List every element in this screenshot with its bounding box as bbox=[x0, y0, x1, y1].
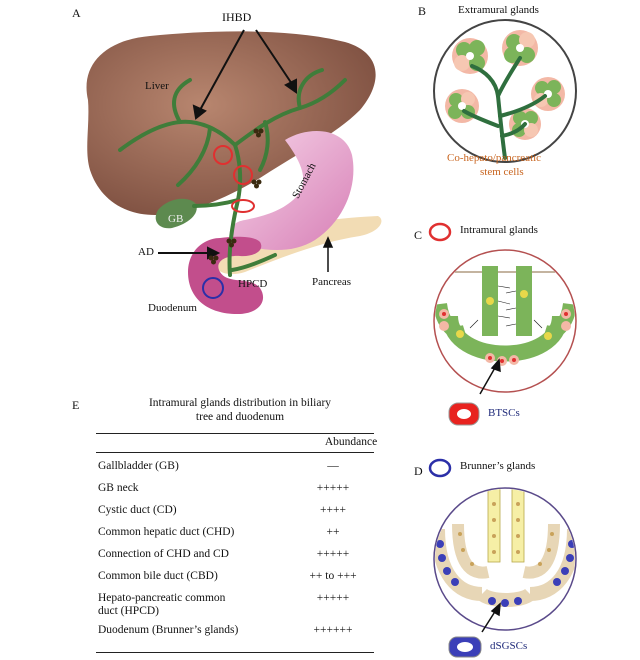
panel-a-letter: A bbox=[72, 6, 81, 20]
table-cell-abundance: +++++ bbox=[316, 482, 350, 494]
label-hpcd: HPCD bbox=[238, 278, 268, 290]
table-cell-site: Common hepatic duct (CHD) bbox=[98, 526, 235, 538]
table-cell-site: Hepato-pancreatic common duct (HPCD) bbox=[98, 592, 226, 617]
table-cell-site: Common bile duct (CBD) bbox=[98, 570, 218, 582]
brunner-gland-circle bbox=[433, 487, 577, 633]
liver-shape bbox=[86, 31, 376, 215]
panel-d-title: Brunner’s glands bbox=[460, 460, 536, 472]
gland-cell-clusters bbox=[445, 30, 565, 140]
panel-b-letter: B bbox=[418, 4, 427, 18]
brunner-nuclei bbox=[458, 502, 554, 566]
label-ad: AD bbox=[138, 246, 154, 258]
table-cell-abundance: ++ to +++ bbox=[309, 570, 357, 582]
intramural-legend-ring bbox=[428, 222, 452, 242]
table-cell-abundance: +++++ bbox=[316, 592, 350, 604]
dsgsc-cells bbox=[436, 540, 575, 607]
gallbladder-shape bbox=[155, 198, 197, 229]
panel-c-letter: C bbox=[414, 228, 423, 242]
ihbd-arrows bbox=[192, 29, 297, 120]
btsc-cell-icon bbox=[448, 402, 480, 426]
extramural-gland-circle bbox=[433, 19, 577, 163]
duodenum-shape bbox=[188, 236, 264, 315]
cell-cilia bbox=[469, 285, 543, 329]
column-header-abundance: Abundance bbox=[324, 436, 378, 448]
bile-duct-tree bbox=[118, 68, 347, 277]
panel-d-cell-label: dSGSCs bbox=[490, 640, 528, 652]
btsc-arrow bbox=[479, 358, 501, 395]
pancreas-arrow bbox=[322, 236, 334, 272]
gland-ducts bbox=[462, 56, 547, 160]
intramural-markers bbox=[213, 145, 255, 213]
table-cell-abundance: ++++ bbox=[320, 504, 346, 516]
panel-c-cell-label: BTSCs bbox=[488, 407, 520, 419]
table-title-line1: Intramural glands distribution in biliar… bbox=[148, 397, 332, 409]
brunner-marker bbox=[202, 277, 224, 299]
table-cell-abundance: ++ bbox=[326, 526, 340, 538]
table-cell-abundance: ++++++ bbox=[313, 624, 353, 636]
table-cell-site: Connection of CHD and CD bbox=[98, 548, 229, 560]
biliary-anatomy-illustration bbox=[86, 29, 382, 315]
table-cell-site: Gallbladder (GB) bbox=[98, 460, 179, 472]
panel-b-caption-line1: Co-hepato/pancreatic bbox=[447, 152, 542, 164]
table-cell-site: Duodenum (Brunner’s glands) bbox=[98, 624, 239, 636]
panel-c-title: Intramural glands bbox=[460, 224, 538, 236]
table-cell-site: GB neck bbox=[98, 482, 139, 494]
dsgsc-arrow bbox=[481, 602, 501, 633]
label-liver: Liver bbox=[145, 80, 169, 92]
ad-arrow bbox=[158, 246, 221, 260]
label-duodenum: Duodenum bbox=[148, 302, 197, 314]
label-gb: GB bbox=[168, 213, 184, 225]
brunner-legend-ring bbox=[428, 458, 452, 478]
table-title: Intramural glands distribution in biliar… bbox=[120, 396, 360, 424]
panel-e-letter: E bbox=[72, 398, 80, 412]
label-pancreas: Pancreas bbox=[312, 276, 352, 288]
extramural-gland-clusters bbox=[208, 128, 264, 265]
table-bottom-rule bbox=[96, 652, 374, 653]
stomach-shape bbox=[229, 131, 354, 251]
intramural-gland-circle bbox=[433, 249, 577, 395]
panel-b-title: Extramural glands bbox=[458, 4, 539, 16]
panel-b-caption-line2: stem cells bbox=[480, 166, 524, 178]
table-title-line2: tree and duodenum bbox=[195, 411, 285, 423]
table-cell-abundance: — bbox=[327, 460, 339, 472]
yellow-cells bbox=[456, 290, 552, 340]
table-cell-abundance: +++++ bbox=[316, 548, 350, 560]
table-top-rule bbox=[96, 433, 374, 434]
table-header-rule bbox=[96, 452, 374, 453]
btsc-cells bbox=[442, 312, 568, 363]
dsgsc-cell-icon bbox=[448, 636, 482, 658]
table-cell-site: Cystic duct (CD) bbox=[98, 504, 177, 516]
label-ihbd: IHBD bbox=[222, 10, 252, 24]
panel-d-letter: D bbox=[414, 464, 423, 478]
